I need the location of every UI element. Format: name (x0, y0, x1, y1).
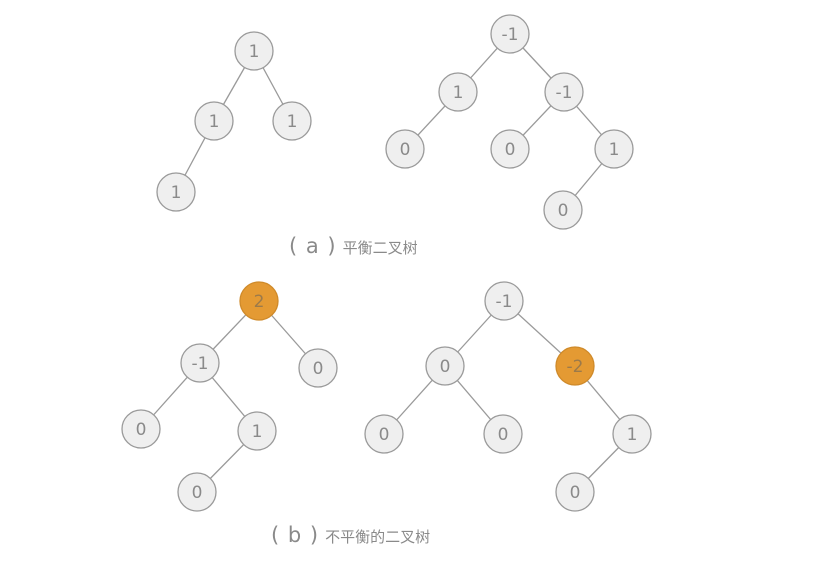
balance-factor-label: 0 (570, 483, 581, 503)
tree-node: -1 (544, 72, 584, 112)
node-circle (543, 190, 583, 230)
balance-factor-label: 0 (313, 359, 324, 379)
balance-factor-label: 0 (379, 425, 390, 445)
tree-node: 1 (194, 101, 234, 141)
node-circle (612, 414, 652, 454)
balance-factor-label: 0 (558, 201, 569, 221)
balance-factor-label: 2 (254, 292, 265, 312)
node-circle (483, 414, 523, 454)
tree-node: 0 (425, 346, 465, 386)
caption-balanced-trees: ( a ) 平衡二叉树 (289, 234, 418, 258)
balance-factor-label: -1 (192, 354, 209, 374)
balance-factor-label: -2 (567, 357, 584, 377)
tree-node: 0 (555, 472, 595, 512)
balance-factor-label: 1 (252, 422, 263, 442)
caption-unbalanced-trees: ( b ) 不平衡的二叉树 (271, 523, 430, 547)
tree-node: 1 (272, 101, 312, 141)
balance-factor-label: -1 (496, 292, 513, 312)
node-circle (298, 348, 338, 388)
node-circle (425, 346, 465, 386)
balance-factor-label: 1 (453, 83, 464, 103)
tree-node-unbalanced: 2 (239, 281, 279, 321)
node-circle (385, 129, 425, 169)
caption-a-label: ( a ) (289, 234, 337, 258)
node-circle (555, 346, 595, 386)
balance-factor-label: 1 (609, 140, 620, 160)
tree-node: 0 (385, 129, 425, 169)
balance-factor-label: 0 (440, 357, 451, 377)
balance-factor-label: 1 (171, 183, 182, 203)
node-circle (490, 14, 530, 54)
tree-node: 1 (156, 172, 196, 212)
node-circle (272, 101, 312, 141)
balance-factor-label: 1 (627, 425, 638, 445)
balance-factor-label: -1 (502, 25, 519, 45)
tree-node: 1 (237, 411, 277, 451)
tree-node: -1 (180, 343, 220, 383)
balance-factor-label: -1 (556, 83, 573, 103)
node-circle (555, 472, 595, 512)
node-circle (237, 411, 277, 451)
node-circle (156, 172, 196, 212)
tree-node: -1 (484, 281, 524, 321)
tree-node: -1 (490, 14, 530, 54)
balance-factor-label: 0 (400, 140, 411, 160)
tree-node: 1 (612, 414, 652, 454)
nodes-layer: 1 1 1 1 -1 1 -1 0 0 1 0 2 -1 0 0 1 0 -1 0 -2 0 0 1 0 (121, 14, 652, 512)
tree-node: 0 (483, 414, 523, 454)
caption-b-text: 不平衡的二叉树 (325, 528, 431, 546)
node-circle (177, 472, 217, 512)
node-circle (121, 409, 161, 449)
balance-factor-label: 0 (136, 420, 147, 440)
node-circle (438, 72, 478, 112)
node-circle (194, 101, 234, 141)
tree-node-unbalanced: -2 (555, 346, 595, 386)
node-circle (544, 72, 584, 112)
balance-factor-label: 0 (505, 140, 516, 160)
caption-a-text: 平衡二叉树 (342, 239, 418, 257)
node-circle (239, 281, 279, 321)
tree-node: 0 (121, 409, 161, 449)
tree-node: 1 (438, 72, 478, 112)
tree-node: 0 (543, 190, 583, 230)
node-circle (234, 31, 274, 71)
balance-factor-label: 1 (249, 42, 260, 62)
balance-factor-label: 0 (192, 483, 203, 503)
tree-node: 1 (594, 129, 634, 169)
node-circle (364, 414, 404, 454)
tree-node: 1 (234, 31, 274, 71)
tree-node: 0 (177, 472, 217, 512)
tree-node: 0 (364, 414, 404, 454)
tree-node: 0 (490, 129, 530, 169)
node-circle (180, 343, 220, 383)
node-circle (490, 129, 530, 169)
balance-factor-label: 1 (209, 112, 220, 132)
tree-node: 0 (298, 348, 338, 388)
balance-factor-label: 1 (287, 112, 298, 132)
balance-factor-label: 0 (498, 425, 509, 445)
node-circle (594, 129, 634, 169)
node-circle (484, 281, 524, 321)
caption-b-label: ( b ) (271, 523, 320, 547)
